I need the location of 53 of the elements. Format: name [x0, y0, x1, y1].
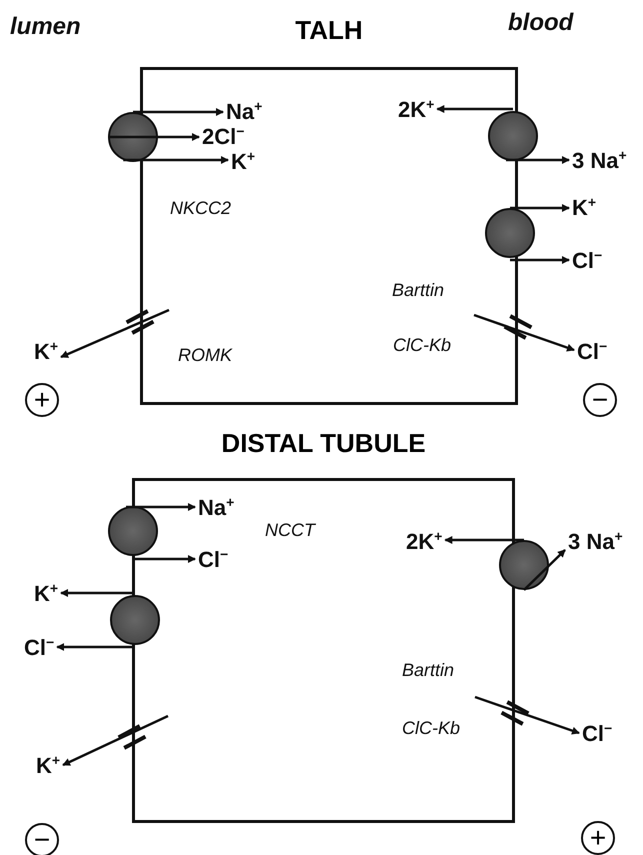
side-label: lumen	[10, 14, 81, 40]
arrow	[126, 503, 196, 511]
arrow	[60, 308, 170, 358]
ion-label: K$^{+}$	[34, 582, 58, 606]
ion-label: K$^{+}$	[572, 196, 596, 220]
arrow	[56, 643, 135, 651]
charge-symbol: +	[581, 821, 615, 855]
ion-label: Cl$^{−}$	[198, 548, 228, 572]
ion-label: Cl$^{−}$	[577, 340, 608, 364]
arrow	[108, 133, 200, 141]
protein-label: ClC-Kb	[393, 335, 452, 355]
protein-label: NCCT	[265, 520, 315, 540]
arrow	[436, 105, 513, 113]
ion-label: 2K$^{+}$	[398, 98, 434, 122]
protein-label: ClC-Kb	[402, 718, 460, 738]
transporter-circle	[108, 506, 158, 556]
transporter-circle	[110, 595, 160, 645]
protein-label: ROMK	[178, 345, 232, 365]
arrow	[133, 555, 196, 563]
protein-label: NKCC2	[170, 198, 232, 218]
ion-label: Cl$^{−}$	[582, 722, 612, 746]
transporter-circle	[485, 208, 535, 258]
charge-symbol: −	[25, 823, 59, 855]
side-label: blood	[508, 10, 574, 36]
arrow	[506, 156, 570, 164]
ion-label: K$^{+}$	[36, 754, 60, 778]
cell-heading: DISTAL TUBULE	[220, 428, 427, 458]
ion-label: K$^{+}$	[231, 150, 256, 174]
ion-label: Cl$^{−}$	[572, 249, 602, 273]
arrow	[444, 536, 524, 544]
ion-label: 2K$^{+}$	[406, 530, 442, 554]
transporter-circle	[488, 111, 538, 161]
ion-label: 3 Na$^{+}$	[572, 149, 627, 173]
arrow	[123, 156, 229, 164]
arrow	[474, 696, 580, 734]
transporter-circle	[499, 540, 549, 590]
ion-label: 2Cl$^{−}$	[202, 125, 244, 149]
ion-label: K$^{+}$	[34, 340, 58, 364]
arrow	[62, 714, 169, 766]
arrow	[133, 108, 224, 116]
arrow	[60, 589, 135, 597]
charge-symbol: +	[25, 383, 59, 417]
protein-label: Barttin	[392, 280, 444, 300]
arrow	[510, 204, 570, 212]
arrow	[510, 256, 570, 264]
ion-label: Na$^{+}$	[198, 496, 234, 520]
ion-label: Na$^{+}$	[226, 100, 262, 124]
arrow	[523, 549, 566, 591]
charge-symbol: −	[583, 383, 617, 417]
arrow	[474, 314, 575, 352]
ion-label: 3 Na$^{+}$	[568, 530, 623, 554]
protein-label: Barttin	[402, 660, 454, 680]
ion-label: Cl$^{−}$	[24, 636, 54, 660]
